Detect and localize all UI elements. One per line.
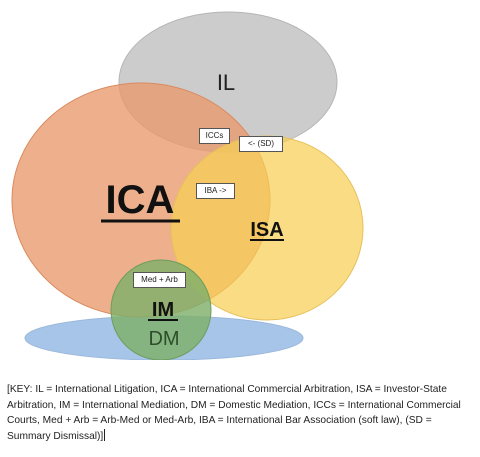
dm-label: DM	[148, 328, 179, 350]
iba-tag: IBA ->	[196, 183, 235, 199]
il-label: IL	[217, 70, 235, 95]
med-arb-tag: Med + Arb	[133, 272, 186, 288]
key-text: [KEY: IL = International Litigation, ICA…	[7, 384, 461, 442]
iccs-tag: ICCs	[199, 128, 230, 144]
summary-dismissal-tag: <- (SD)	[239, 136, 283, 152]
isa-label: ISA	[250, 219, 283, 241]
im-label: IM	[152, 299, 174, 321]
venn-diagram: IL ICA ISA IM DM	[11, 11, 364, 360]
ica-label: ICA	[106, 178, 175, 222]
key-caption: [KEY: IL = International Litigation, ICA…	[7, 382, 477, 444]
text-cursor	[104, 428, 106, 441]
